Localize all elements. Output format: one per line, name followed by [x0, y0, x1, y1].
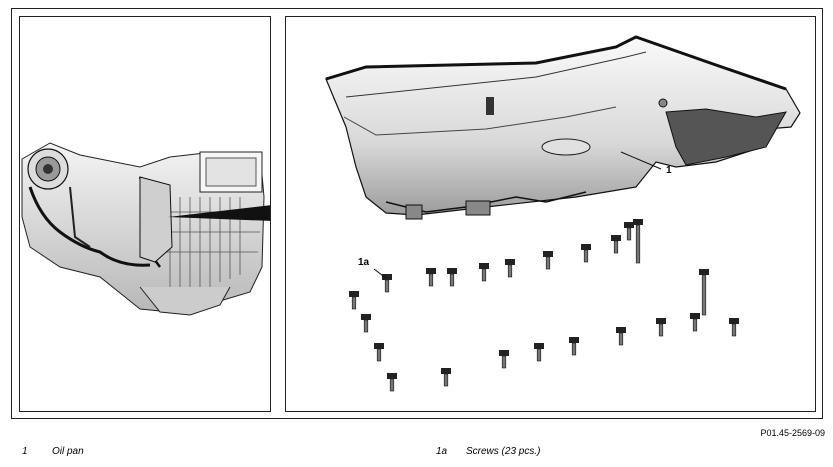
legend-number: 1a: [436, 446, 448, 457]
screws-group: [348, 219, 740, 392]
engine-overview-panel: [19, 16, 271, 412]
legend-item-oil-pan: 1 Oil pan: [22, 446, 84, 457]
oil-pan-illustration: [325, 35, 801, 392]
callout-1: 1: [666, 165, 672, 176]
engine-overview-illustration: [21, 142, 270, 316]
oil-pan-detail-panel: 1 1a: [285, 16, 816, 412]
legend-text: Oil pan: [52, 446, 84, 457]
document-id: P01.45-2569-09: [760, 428, 825, 438]
legend-text: Screws (23 pcs.): [466, 446, 541, 457]
figure-frame: [11, 8, 823, 419]
callout-1a: 1a: [358, 257, 370, 268]
legend-item-screws: 1a Screws (23 pcs.): [436, 446, 540, 457]
legend-number: 1: [22, 446, 28, 457]
